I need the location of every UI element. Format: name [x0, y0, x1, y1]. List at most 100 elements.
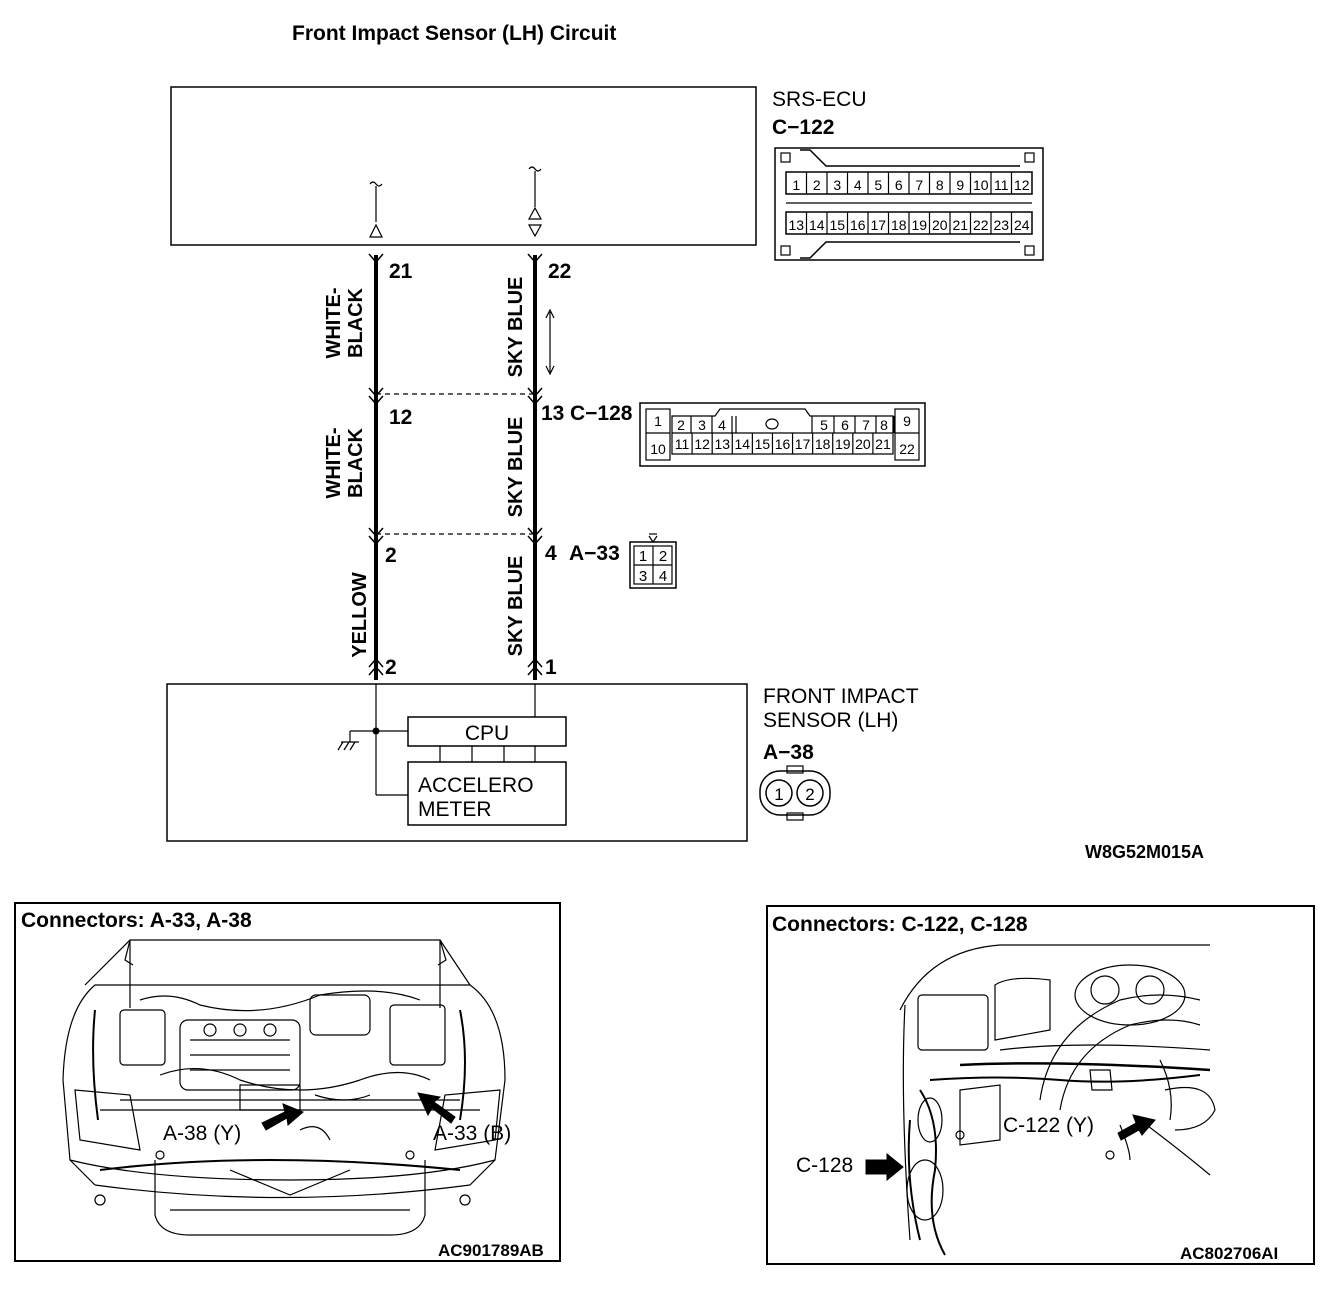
svg-text:WHITE-: WHITE-: [323, 427, 345, 498]
c128-pin-20: 20: [855, 436, 871, 452]
c128-pin-10: 10: [650, 441, 666, 457]
diagram-title: Front Impact Sensor (LH) Circuit: [292, 22, 616, 45]
diagram-code: W8G52M015A: [1085, 842, 1204, 862]
c128-pin-22: 22: [899, 441, 915, 457]
c122-pin-7: 7: [915, 177, 923, 193]
pin-sensor-2: 2: [385, 656, 397, 679]
a33-pin-3: 3: [639, 568, 647, 585]
pin-ecu-21: 21: [389, 260, 413, 283]
panel-right-title: Connectors: C-122, C-128: [772, 913, 1028, 936]
svg-text:WHITE-: WHITE-: [323, 287, 345, 358]
c128-pin-5: 5: [820, 417, 828, 433]
pin-sensor-1: 1: [545, 656, 557, 679]
c128-pin-12: 12: [694, 436, 710, 452]
c122-pin-12: 12: [1014, 177, 1030, 193]
wire-label-right-2: SKY BLUE: [505, 417, 527, 518]
c122-pin-21: 21: [952, 217, 968, 233]
c128-pin-4: 4: [718, 417, 726, 433]
pin-a33-4: 4: [545, 542, 557, 565]
ground-junction-dot: [372, 727, 380, 735]
engine-bay-illustration: [62, 939, 506, 1236]
c128-label: C−128: [570, 402, 633, 425]
arrow-c122-icon: [1117, 1114, 1156, 1141]
svg-text:1: 1: [774, 785, 783, 804]
c128-pin-1: 1: [654, 413, 662, 429]
c122-pin-20: 20: [932, 217, 948, 233]
label-a38-location: A-38 (Y): [163, 1122, 241, 1145]
c122-pin-8: 8: [936, 177, 944, 193]
c122-pin-2: 2: [813, 177, 821, 193]
c122-pin-23: 23: [993, 217, 1009, 233]
c122-pin-10: 10: [973, 177, 989, 193]
c128-pin-15: 15: [755, 436, 771, 452]
ecu-internal-stub-21: [369, 181, 383, 238]
panel-left-code: AC901789AB: [438, 1241, 544, 1260]
accelerometer-label-1: ACCELERO: [418, 774, 534, 797]
arrow-c128-icon: [865, 1152, 904, 1182]
c122-pin-17: 17: [870, 217, 886, 233]
cpu-label: CPU: [465, 722, 509, 745]
svg-text:2: 2: [805, 785, 814, 804]
arrow-a38-icon: [261, 1103, 304, 1131]
c128-pin-7: 7: [862, 417, 870, 433]
wire-label-left-2: WHITE- BLACK: [323, 427, 367, 498]
pin-ecu-22: 22: [548, 260, 571, 283]
pin-a33-2: 2: [385, 544, 397, 567]
pin-c128-13: 13: [541, 402, 564, 425]
cpu-box: [407, 716, 567, 747]
c128-keyway: [765, 418, 779, 430]
c122-pin-16: 16: [850, 217, 866, 233]
a33-pin-4: 4: [659, 568, 667, 585]
c122-pin-9: 9: [956, 177, 964, 193]
accelerometer-label-2: METER: [418, 798, 492, 821]
c122-pin-15: 15: [829, 217, 845, 233]
c128-pin-6: 6: [841, 417, 849, 433]
connector-location-panel-left: Connectors: A-33, A-38: [14, 902, 561, 1262]
c128-pin-8: 8: [880, 417, 888, 433]
pin-c128-12: 12: [389, 406, 412, 429]
a38-label: A−38: [763, 741, 814, 764]
connector-location-panel-right: Connectors: C-122, C-128: [766, 905, 1315, 1265]
c122-pin-24: 24: [1014, 217, 1030, 233]
srs-ecu-box: [170, 86, 757, 246]
dashboard-illustration: [899, 944, 1216, 1256]
c122-pin-1: 1: [792, 177, 800, 193]
sensor-name-line2: SENSOR (LH): [763, 709, 898, 732]
label-c122-location: C-122 (Y): [1003, 1114, 1094, 1137]
a33-pin-1: 1: [639, 548, 647, 565]
ecu-internal-stub-22: [527, 166, 543, 238]
c128-pin-3: 3: [698, 417, 706, 433]
c128-pin-17: 17: [795, 436, 811, 452]
c122-pin-19: 19: [911, 217, 927, 233]
svg-text:BLACK: BLACK: [345, 287, 367, 358]
c122-pin-14: 14: [809, 217, 825, 233]
wire-connection-marks: [368, 253, 543, 676]
c122-pin-6: 6: [895, 177, 903, 193]
sensor-internal-wiring: [337, 684, 536, 796]
wire-label-right-3: SKY BLUE: [505, 556, 527, 657]
c122-pin-13: 13: [788, 217, 804, 233]
accelerometer-box: [407, 761, 567, 826]
c128-pin-2: 2: [677, 417, 685, 433]
c122-pin-11: 11: [994, 177, 1009, 193]
c122-pin-3: 3: [833, 177, 841, 193]
c128-pin-14: 14: [735, 436, 751, 452]
c128-pin-9: 9: [903, 413, 911, 429]
double-arrow-icon: [545, 308, 555, 376]
label-a33-location: A-33 (B): [433, 1122, 511, 1145]
c128-pin-19: 19: [835, 436, 851, 452]
c122-pin-4: 4: [854, 177, 862, 193]
c128-pin-18: 18: [815, 436, 831, 452]
c122-pin-5: 5: [874, 177, 882, 193]
wire-label-right-1: SKY BLUE: [505, 277, 527, 378]
c128-pin-13: 13: [714, 436, 730, 452]
sensor-name-line1: FRONT IMPACT: [763, 685, 919, 708]
c122-label: C−122: [772, 116, 834, 139]
svg-text:BLACK: BLACK: [345, 427, 367, 498]
label-c128-location: C-128: [796, 1154, 853, 1177]
